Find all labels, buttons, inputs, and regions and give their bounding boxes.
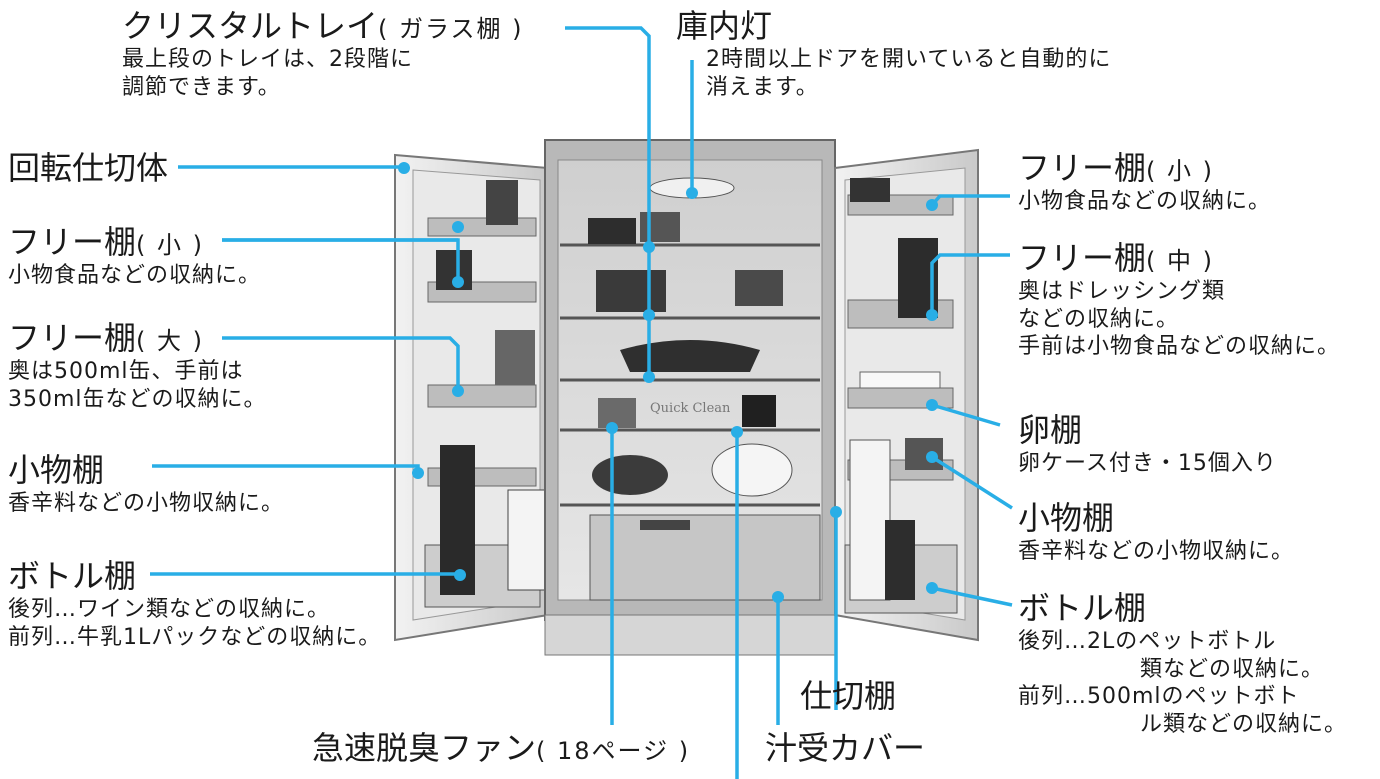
interior-light-title: 庫内灯 bbox=[676, 7, 773, 45]
egg-shelf-title: 卵棚 bbox=[1018, 411, 1083, 449]
free-shelf-medium-desc-2: などの収納に。 bbox=[1018, 306, 1180, 332]
bottle-shelf-right-title: ボトル棚 bbox=[1018, 589, 1147, 627]
free-shelf-large-desc-2: 350ml缶などの収納に。 bbox=[8, 386, 267, 412]
label-bottle-shelf-right: ボトル棚 後列…2Lのペットボトル 類などの収納に。 前列…500mlのペットボ… bbox=[1018, 588, 1347, 738]
bottle-shelf-left-title: ボトル棚 bbox=[8, 557, 137, 595]
interior-light-desc-1: 2時間以上ドアを開いていると自動的に bbox=[706, 47, 1112, 72]
bottle-shelf-right-desc-3: 前列…500mlのペットボト bbox=[1018, 684, 1300, 709]
free-shelf-large-desc-1: 奥は500ml缶、手前は bbox=[8, 359, 244, 384]
free-shelf-small-left-title: フリー棚 bbox=[8, 223, 137, 261]
rotating-divider-title: 回転仕切体 bbox=[8, 149, 169, 187]
label-crystal-tray: クリスタルトレイ( ガラス棚 ) 最上段のトレイは、2段階に 調節できます。 bbox=[122, 6, 524, 101]
label-small-shelf-right: 小物棚 香辛料などの小物収納に。 bbox=[1018, 498, 1294, 566]
crystal-tray-title: クリスタルトレイ bbox=[122, 7, 379, 45]
free-shelf-medium-title: フリー棚 bbox=[1018, 239, 1147, 277]
leader-dots bbox=[398, 162, 938, 603]
label-free-shelf-medium: フリー棚( 中 ) 奥はドレッシング類 などの収納に。 手前は小物食品などの収納… bbox=[1018, 238, 1340, 361]
quick-deodor-fan-paren: ( 18ページ ) bbox=[536, 737, 691, 765]
free-shelf-small-right-desc: 小物食品などの収納に。 bbox=[1018, 189, 1272, 214]
small-shelf-right-title: 小物棚 bbox=[1018, 499, 1115, 537]
bottle-shelf-right-desc-2: 類などの収納に。 bbox=[1140, 656, 1325, 682]
label-egg-shelf: 卵棚 卵ケース付き・15個入り bbox=[1018, 410, 1277, 478]
free-shelf-medium-desc-1: 奥はドレッシング類 bbox=[1018, 279, 1226, 304]
egg-shelf-desc: 卵ケース付き・15個入り bbox=[1018, 451, 1277, 476]
free-shelf-small-right-paren: ( 小 ) bbox=[1146, 157, 1214, 185]
left-door bbox=[394, 153, 551, 642]
small-shelf-right-desc: 香辛料などの小物収納に。 bbox=[1018, 539, 1295, 564]
small-shelf-left-title: 小物棚 bbox=[8, 451, 105, 489]
small-shelf-left-desc: 香辛料などの小物収納に。 bbox=[8, 491, 285, 516]
interior-light-desc-2: 消えます。 bbox=[706, 74, 819, 100]
label-free-shelf-small-right: フリー棚( 小 ) 小物食品などの収納に。 bbox=[1018, 148, 1271, 216]
free-shelf-small-right-title: フリー棚 bbox=[1018, 149, 1147, 187]
label-free-shelf-small-left: フリー棚( 小 ) 小物食品などの収納に。 bbox=[8, 222, 261, 290]
label-rotating-divider: 回転仕切体 bbox=[8, 148, 168, 188]
free-shelf-large-paren: ( 大 ) bbox=[136, 327, 204, 355]
crystal-tray-paren: ( ガラス棚 ) bbox=[378, 15, 524, 43]
label-interior-light: 庫内灯 2時間以上ドアを開いていると自動的に 消えます。 bbox=[676, 6, 1111, 101]
label-free-shelf-large: フリー棚( 大 ) 奥は500ml缶、手前は 350ml缶などの収納に。 bbox=[8, 318, 267, 413]
label-partition-shelf: 仕切棚 bbox=[800, 676, 896, 716]
free-shelf-medium-paren: ( 中 ) bbox=[1146, 247, 1214, 275]
label-quick-deodor-fan: 急速脱臭ファン( 18ページ ) bbox=[312, 728, 690, 768]
quick-clean-text: Quick Clean bbox=[650, 401, 731, 416]
bottle-shelf-right-desc-4: ル類などの収納に。 bbox=[1140, 711, 1348, 737]
drip-cover-title: 汁受カバー bbox=[765, 729, 926, 767]
free-shelf-small-left-desc: 小物食品などの収納に。 bbox=[8, 263, 262, 288]
label-bottle-shelf-left: ボトル棚 後列…ワイン類などの収納に。 前列…牛乳1Lパックなどの収納に。 bbox=[8, 556, 381, 651]
fridge-cabinet: Quick Clean bbox=[544, 139, 836, 656]
crystal-tray-desc-1: 最上段のトレイは、2段階に bbox=[122, 47, 413, 72]
label-drip-cover: 汁受カバー bbox=[765, 728, 925, 768]
free-shelf-medium-desc-3: 手前は小物食品などの収納に。 bbox=[1018, 334, 1341, 359]
free-shelf-large-title: フリー棚 bbox=[8, 319, 137, 357]
free-shelf-small-left-paren: ( 小 ) bbox=[136, 231, 204, 259]
quick-deodor-fan-title: 急速脱臭ファン bbox=[312, 729, 537, 767]
bottle-shelf-right-desc-1: 後列…2Lのペットボトル bbox=[1018, 629, 1277, 654]
crystal-tray-desc-2: 調節できます。 bbox=[122, 74, 281, 100]
right-door bbox=[834, 148, 979, 642]
label-small-shelf-left: 小物棚 香辛料などの小物収納に。 bbox=[8, 450, 284, 518]
bottle-shelf-left-desc-1: 後列…ワイン類などの収納に。 bbox=[8, 597, 331, 622]
partition-shelf-title: 仕切棚 bbox=[800, 677, 897, 715]
bottle-shelf-left-desc-2: 前列…牛乳1Lパックなどの収納に。 bbox=[8, 624, 382, 650]
